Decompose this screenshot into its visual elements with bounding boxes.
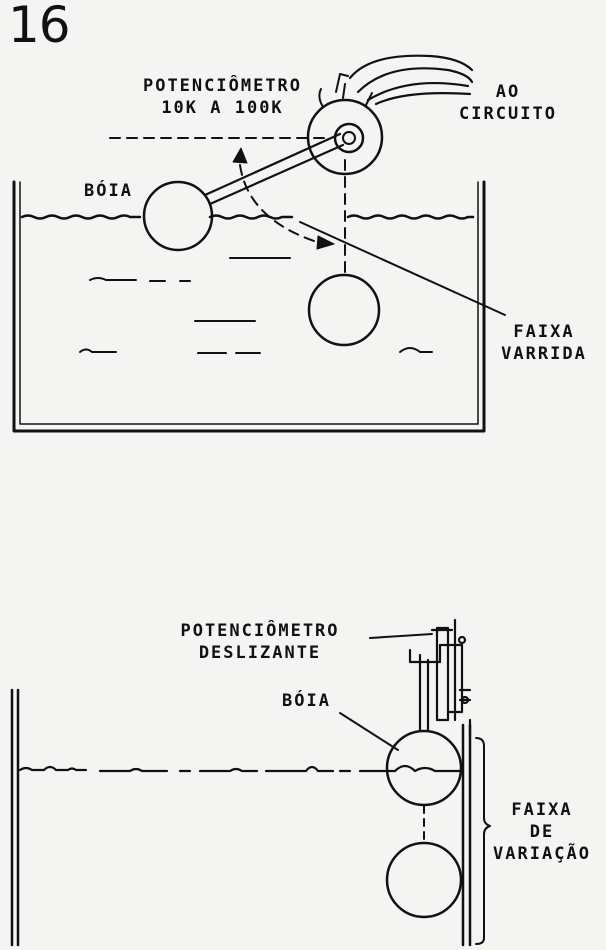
top-leader-line: [299, 221, 506, 316]
top-ao-label: AO: [495, 82, 521, 102]
bottom-potentiometer-label: POTENCIÔMETRO DESLIZANTE: [150, 620, 370, 664]
top-pot-label-line1: POTENCIÔMETRO: [142, 76, 303, 96]
top-potentiometer-label: POTENCIÔMETRO 10K A 100K: [120, 75, 325, 119]
top-water-surface: [20, 214, 475, 220]
variation-brace: [475, 737, 491, 945]
top-faixa-line2: VARRIDA: [501, 344, 587, 364]
bottom-tank: [10, 688, 20, 947]
top-water-ripples: [79, 257, 433, 354]
bottom-faixa-line2: DE: [529, 822, 555, 842]
bottom-slide-potentiometer: [408, 618, 472, 737]
top-float-arm: [203, 132, 345, 206]
top-dashed-guides: [109, 137, 346, 276]
bottom-tank-wall: [461, 723, 472, 947]
top-faixa-label: FAIXA VARRIDA: [494, 321, 594, 365]
bottom-boia-label: BÓIA: [282, 691, 331, 711]
top-boia-label: BÓIA: [84, 181, 133, 201]
top-circuit-label: AO CIRCUITO: [438, 81, 578, 125]
figure-number: 16: [8, 0, 71, 54]
top-pot-label-line2: 10K A 100K: [161, 98, 284, 118]
bottom-faixa-line1: FAIXA: [511, 800, 573, 820]
top-potentiometer: [306, 73, 384, 176]
bottom-pot-label-line1: POTENCIÔMETRO: [180, 621, 340, 641]
bottom-float-lower: [385, 841, 463, 919]
bottom-faixa-label: FAIXA DE VARIAÇÃO: [482, 799, 602, 865]
bottom-water-surface: [18, 765, 397, 773]
top-float-lower: [307, 273, 381, 347]
bottom-pot-leader: [369, 633, 433, 639]
bottom-pot-label-line2: DESLIZANTE: [198, 643, 322, 663]
top-float: [142, 180, 214, 252]
top-faixa-line1: FAIXA: [513, 322, 575, 342]
bottom-boia-leader: [339, 712, 399, 751]
top-circuito-label: CIRCUITO: [459, 104, 557, 124]
bottom-faixa-line3: VARIAÇÃO: [493, 844, 591, 864]
top-wires: [348, 54, 474, 106]
